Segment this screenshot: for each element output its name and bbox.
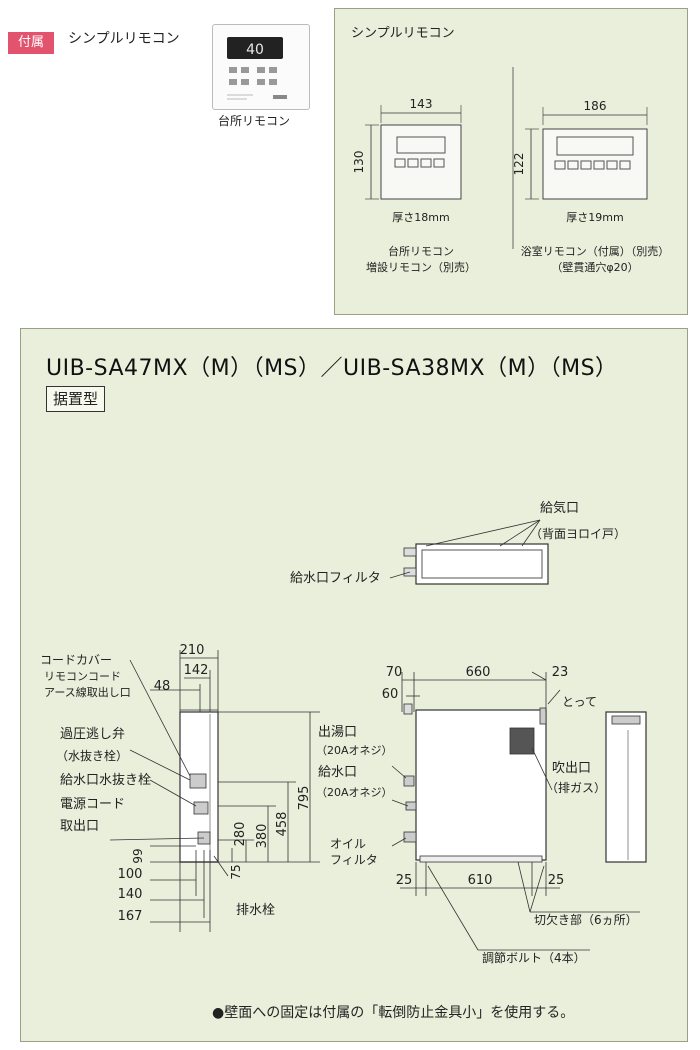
install-type-box: 据置型 [46, 386, 106, 412]
label-leveling-bolt: 調節ボルト（4本） [482, 950, 586, 965]
label-relief-valve: 過圧逃し弁 [60, 727, 125, 742]
dim-side-280: 280 [233, 822, 248, 847]
dim-front-23: 23 [552, 665, 569, 680]
label-water-inlet-spec: （20Aオネジ） [316, 786, 393, 799]
bath-caption-2: （壁貫通穴φ20） [551, 260, 638, 274]
label-exhaust: 吹出口 [552, 761, 591, 776]
dim-side-75: 75 [229, 864, 243, 879]
label-power-cord-2: 取出口 [60, 819, 99, 834]
dim-side-380: 380 [255, 824, 270, 849]
label-hot-outlet-spec: （20Aオネジ） [316, 744, 393, 757]
remote-photo-illustration: 40 [227, 37, 287, 100]
bath-caption-1: 浴室リモコン（付属）（別売） [521, 244, 670, 258]
label-rear-louver: （背面ヨロイ戸） [530, 527, 626, 541]
bath-height-label: 122 [512, 153, 526, 176]
dim-front-60: 60 [382, 687, 399, 702]
label-exhaust-note: （排ガス） [546, 781, 606, 795]
label-power-cord-1: 電源コード [60, 797, 125, 812]
dim-side-100: 100 [118, 867, 143, 882]
bath-thickness: 厚さ19mm [566, 211, 623, 224]
kitchen-caption-2: 増設リモコン（別売） [366, 260, 476, 274]
top-view-unit [415, 543, 549, 585]
kitchen-width-label: 143 [410, 97, 433, 111]
right-side-view [605, 711, 647, 863]
fixing-note: ●壁面への固定は付属の「転倒防止金具小」を使用する。 [212, 1005, 575, 1021]
remote-dimension-panel: シンプルリモコン 143 130 厚さ18mm 台所リモコン 増設リモコン（別売… [334, 8, 688, 315]
dim-side-795: 795 [297, 786, 312, 811]
label-inlet-drain: 給水口水抜き栓 [60, 772, 151, 788]
label-drain-plug: 排水栓 [236, 903, 275, 918]
label-cord-note-1: リモコンコード [44, 670, 121, 683]
kitchen-caption-1: 台所リモコン [388, 244, 454, 258]
dim-side-140: 140 [118, 887, 143, 902]
dim-side-210: 210 [180, 643, 205, 658]
remote-photo: 40 [212, 24, 310, 110]
label-handle: とって [562, 695, 597, 709]
dim-side-99: 99 [131, 848, 145, 863]
dim-side-458: 458 [275, 812, 290, 837]
dim-front-25-right: 25 [548, 873, 565, 888]
label-notch: 切欠き部（6ヵ所） [534, 912, 638, 927]
dim-front-610: 610 [468, 873, 493, 888]
accessory-badge: 付属 [8, 32, 54, 54]
label-cord-cover: コードカバー [40, 653, 112, 667]
dim-side-142: 142 [184, 663, 209, 678]
label-water-inlet: 給水口 [318, 765, 357, 780]
water-heater-dimension-panel [20, 328, 688, 1042]
remote-panel-title: シンプルリモコン [351, 26, 455, 41]
remote-dimension-drawing: シンプルリモコン 143 130 厚さ18mm 台所リモコン 増設リモコン（別売… [351, 26, 670, 274]
remote-photo-caption: 台所リモコン [218, 114, 291, 128]
accessory-title: シンプルリモコン [68, 31, 180, 47]
label-air-intake: 給気口 [540, 500, 579, 516]
dim-front-660: 660 [466, 665, 491, 680]
label-water-inlet-filter: 給水口フィルタ [290, 571, 381, 586]
remote-photo-display: 40 [246, 42, 264, 58]
dim-side-48: 48 [154, 679, 171, 694]
dim-front-70: 70 [386, 665, 403, 680]
label-hot-outlet: 出湯口 [318, 725, 357, 740]
label-drain-plug-note: （水抜き栓） [56, 748, 128, 763]
label-oil-filter-1: オイル [330, 837, 366, 851]
label-cord-note-2: アース線取出し口 [44, 685, 131, 699]
model-title: UIB-SA47MX（M）（MS）／UIB-SA38MX（M）（MS） [46, 356, 618, 381]
kitchen-height-label: 130 [352, 151, 366, 174]
kitchen-thickness: 厚さ18mm [392, 211, 449, 224]
dim-side-167: 167 [118, 909, 143, 924]
dim-front-25-left: 25 [396, 873, 413, 888]
label-oil-filter-2: フィルタ [330, 853, 378, 867]
bath-width-label: 186 [584, 99, 607, 113]
